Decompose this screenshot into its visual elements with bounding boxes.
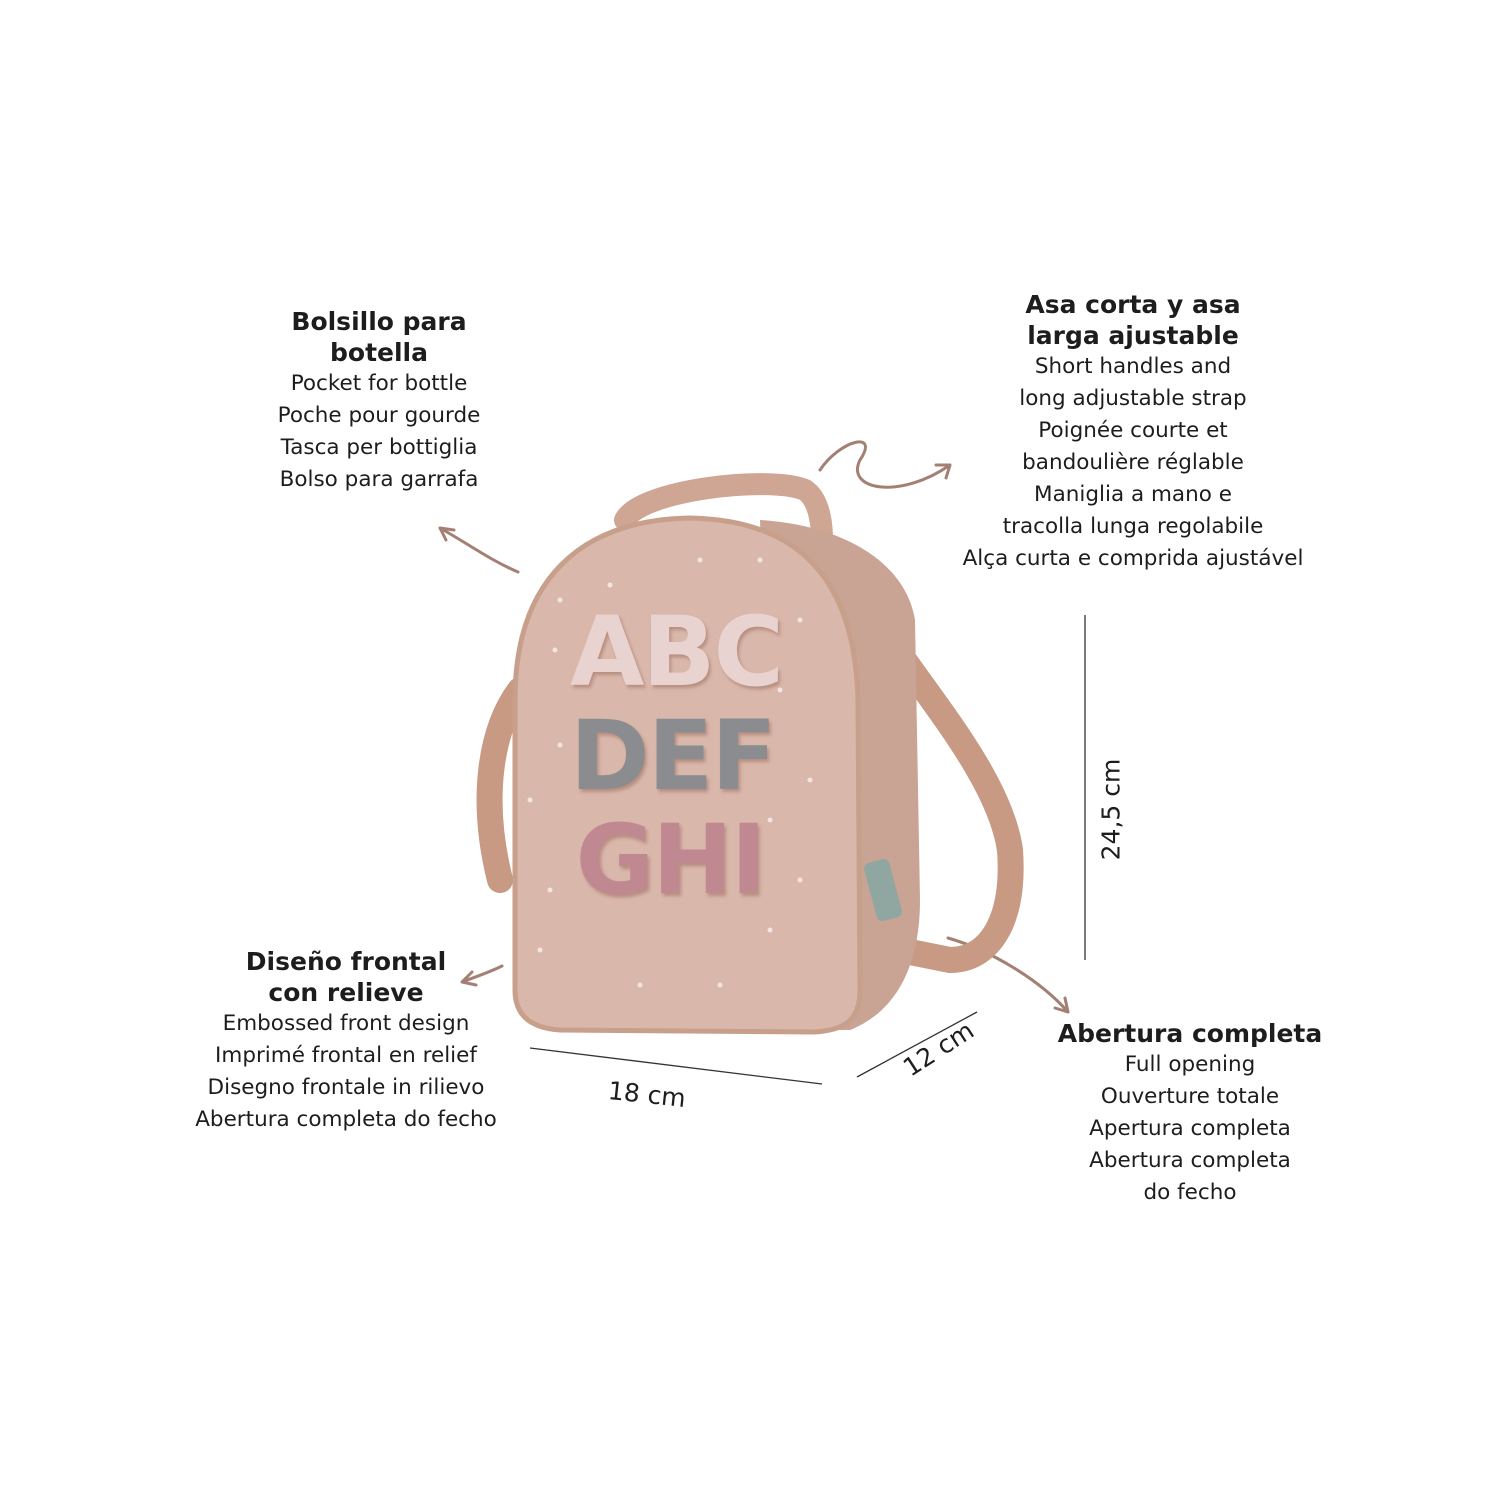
arrow-front-design (460, 964, 504, 987)
print-row: GHI (575, 804, 767, 916)
feature-line: Short handles and (1034, 354, 1232, 379)
arrow-handles (818, 440, 952, 489)
arrow-bottle-pocket (438, 526, 520, 574)
feature-title: Abertura completa (1057, 1019, 1323, 1048)
feature-full-opening: Abertura completa Full opening Ouverture… (1058, 1018, 1322, 1209)
feature-line: tracolla lunga regolabile (1002, 514, 1264, 539)
feature-line: do fecho (1143, 1180, 1237, 1205)
height-label: 24,5 cm (1096, 758, 1126, 861)
zipper-puller-icon (864, 859, 902, 921)
feature-line: long adjustable strap (1019, 386, 1247, 411)
feature-front-design: Diseño frontal con relieve Embossed fron… (195, 946, 497, 1136)
feature-line: Disegno frontale in rilievo (207, 1075, 485, 1100)
feature-line: Poignée courte et (1038, 418, 1228, 443)
arrow-full-opening (946, 936, 1070, 1014)
feature-title: Asa corta y asa (1025, 290, 1241, 319)
feature-line: Maniglia a mano e (1034, 482, 1232, 507)
feature-line: Poche pour gourde (277, 403, 481, 428)
feature-title: Bolsillo para (291, 307, 467, 336)
feature-title: con relieve (268, 978, 424, 1007)
feature-line: Ouverture totale (1100, 1084, 1280, 1109)
feature-line: Bolso para garrafa (279, 467, 479, 492)
feature-title: botella (329, 338, 428, 367)
feature-line: Apertura completa (1089, 1116, 1291, 1141)
feature-line: bandoulière réglable (1022, 450, 1244, 475)
feature-line: Alça curta e comprida ajustável (962, 546, 1304, 571)
feature-line: Imprimé frontal en relief (215, 1043, 477, 1068)
bag-print: ABC DEF GHI (570, 596, 784, 916)
width-dimension-line (529, 1047, 823, 1085)
feature-line: Abertura completa do fecho (195, 1107, 497, 1132)
feature-line: Embossed front design (222, 1011, 470, 1036)
feature-title: larga ajustable (1027, 321, 1239, 350)
bag-front (512, 515, 863, 1035)
feature-line: Full opening (1124, 1052, 1256, 1077)
feature-line: Abertura completa (1089, 1148, 1291, 1173)
print-row: ABC (570, 596, 784, 708)
depth-dimension-line (856, 1011, 978, 1078)
print-row: DEF (570, 700, 777, 812)
feature-line: Tasca per bottiglia (280, 435, 478, 460)
feature-bottle-pocket: Bolsillo para botella Pocket for bottle … (278, 306, 481, 496)
shoulder-strap (476, 627, 1024, 974)
top-handle (614, 473, 833, 571)
feature-title: Diseño frontal (245, 947, 447, 976)
feature-line: Pocket for bottle (290, 371, 468, 396)
feature-handles: Asa corta y asa larga ajustable Short ha… (963, 289, 1304, 575)
